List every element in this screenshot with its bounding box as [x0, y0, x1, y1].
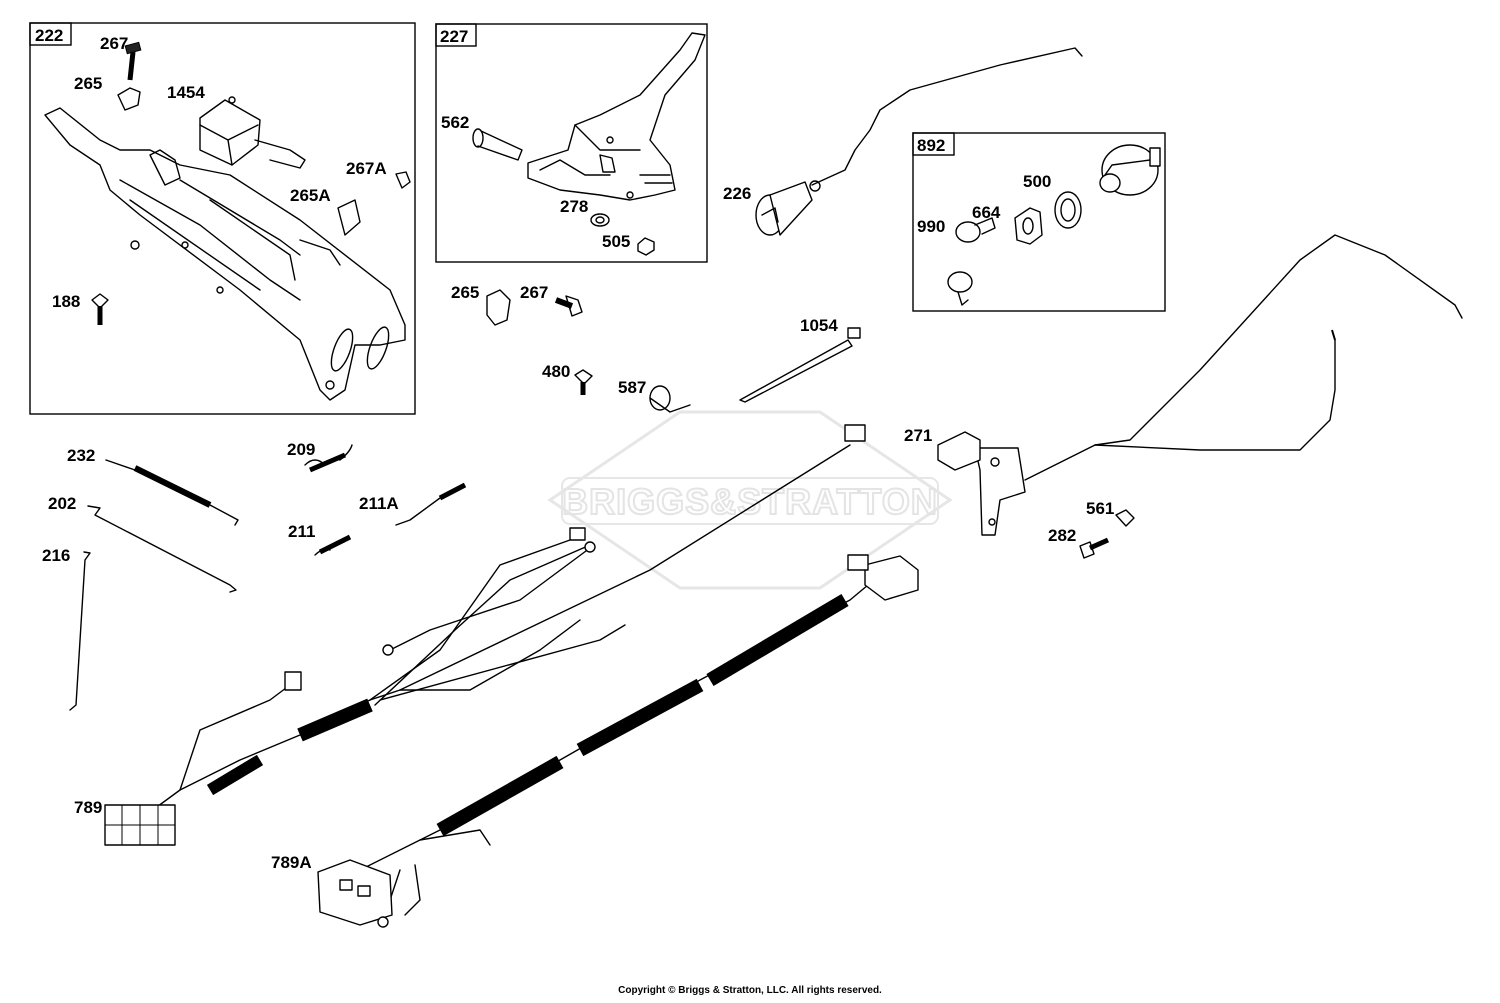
group-label-222: 222 [35, 26, 63, 45]
wiring-harness-789-icon [104, 424, 866, 846]
callout-587: 587 [618, 378, 646, 397]
group-tag-227 [435, 23, 477, 47]
clamp-587-icon [649, 385, 691, 413]
callout-561: 561 [1086, 499, 1114, 518]
cable-tie-1054-icon [739, 327, 861, 403]
callout-216: 216 [42, 546, 70, 565]
callout-562: 562 [441, 113, 469, 132]
callout-226: 226 [723, 184, 751, 203]
callout-209: 209 [287, 440, 315, 459]
nut-664-icon [1014, 207, 1043, 245]
callout-500: 500 [1023, 172, 1051, 191]
throttle-control-271-icon [937, 234, 1463, 536]
callout-990: 990 [917, 217, 945, 236]
spring-232-icon [105, 459, 239, 526]
callout-480: 480 [542, 362, 570, 381]
key-990-icon [947, 217, 996, 306]
callout-267b: 267 [520, 283, 548, 302]
ignition-switch-892-icon [1099, 144, 1161, 196]
group-frame-222 [29, 22, 416, 415]
bolt-267-icon [124, 41, 142, 81]
bolt-267b-icon [554, 295, 583, 317]
clip-265-icon [117, 87, 141, 111]
callout-188: 188 [52, 292, 80, 311]
callout-202: 202 [48, 494, 76, 513]
group-frame-227 [435, 23, 708, 263]
watermark-text: BRIGGS&STRATTON [562, 481, 938, 522]
group-label-227: 227 [440, 27, 468, 46]
group-label-892: 892 [917, 136, 945, 155]
bolt-282-icon [1079, 537, 1110, 559]
callout-265A: 265A [290, 186, 331, 205]
wiring-harness-789A-icon [317, 554, 919, 928]
group-frame-892 [912, 132, 1166, 312]
callout-1454: 1454 [167, 83, 205, 102]
callout-789A: 789A [271, 853, 312, 872]
switch-1454-icon [199, 96, 306, 169]
rod-216-icon [69, 551, 91, 711]
spring-211-icon [314, 534, 352, 556]
callout-282: 282 [1048, 526, 1076, 545]
group-tag-222 [29, 22, 72, 46]
lock-washer-500-icon [1054, 191, 1082, 229]
callout-278: 278 [560, 197, 588, 216]
group-tag-892 [912, 132, 955, 156]
clip-265A-icon [337, 199, 361, 236]
nut-561-icon [1115, 509, 1135, 527]
bolt-267A-icon [395, 171, 411, 189]
callout-1054: 1054 [800, 316, 838, 335]
callout-265b: 265 [451, 283, 479, 302]
clip-265b-icon [486, 289, 511, 326]
bolt-480-icon [574, 369, 593, 395]
choke-knob-226-icon [755, 47, 1083, 236]
bolt-562-icon [472, 128, 523, 161]
callout-271: 271 [904, 426, 932, 445]
spring-211A-icon [395, 482, 467, 526]
control-bracket-assembly [44, 107, 406, 401]
callout-232: 232 [67, 446, 95, 465]
callout-211A: 211A [359, 494, 399, 513]
rod-202-icon [87, 505, 237, 593]
callout-211: 211 [288, 522, 315, 541]
washer-278-icon [590, 213, 610, 227]
callout-267: 267 [100, 34, 128, 53]
callout-789: 789 [74, 798, 102, 817]
callout-265: 265 [74, 74, 102, 93]
callout-664: 664 [972, 203, 1001, 222]
control-plate-assembly [527, 32, 706, 201]
spring-209-icon [304, 444, 353, 473]
copyright-notice: Copyright © Briggs & Stratton, LLC. All … [618, 985, 882, 996]
callout-505: 505 [602, 232, 630, 251]
callout-267A: 267A [346, 159, 387, 178]
watermark-logo: BRIGGS&STRATTON [547, 410, 953, 590]
bolt-188-icon [91, 293, 109, 325]
nut-505-icon [637, 237, 655, 256]
